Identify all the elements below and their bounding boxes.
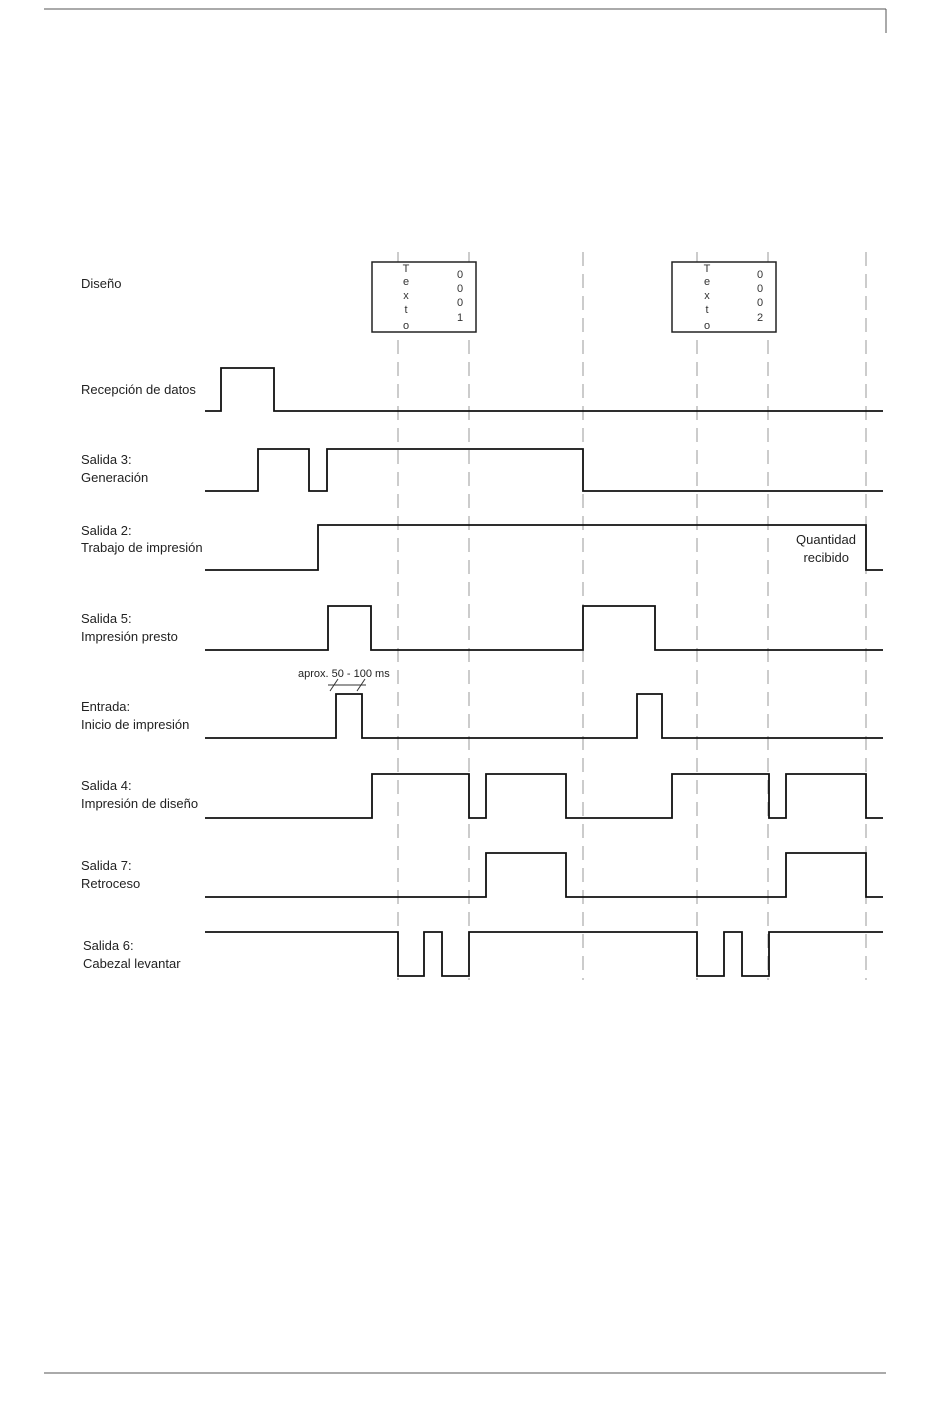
design-text-char: T — [704, 263, 711, 275]
quantity-label-line1: Quantidad — [796, 532, 856, 547]
page-header-rule — [44, 9, 886, 33]
timing-guides — [398, 252, 866, 980]
label-salida3-desc: Generación — [81, 470, 148, 485]
design-box-2: T e x t o 0 0 0 2 — [672, 262, 776, 332]
wave-salida6 — [205, 932, 883, 976]
wave-entrada — [205, 694, 883, 738]
label-salida2-title: Salida 2: — [81, 523, 132, 538]
label-salida2-desc: Trabajo de impresión — [81, 540, 203, 555]
wave-salida4 — [205, 774, 883, 818]
label-salida4-desc: Impresión de diseño — [81, 796, 198, 811]
duration-annotation: aprox. 50 - 100 ms — [298, 668, 390, 691]
design-text-char: e — [403, 276, 409, 288]
label-salida7-title: Salida 7: — [81, 858, 132, 873]
design-number-char: 0 — [757, 283, 763, 295]
design-text-char: x — [704, 290, 710, 302]
design-text-char: e — [704, 276, 710, 288]
label-salida6-title: Salida 6: — [83, 938, 134, 953]
design-text-char: t — [404, 304, 407, 316]
design-text-char: o — [403, 320, 409, 332]
label-diseno: Diseño — [81, 276, 121, 291]
label-entrada-title: Entrada: — [81, 699, 130, 714]
design-number-char: 0 — [757, 297, 763, 309]
wave-salida3 — [205, 449, 883, 491]
quantity-annotation: Quantidad recibido — [796, 532, 856, 565]
design-box-1: T e x t o 0 0 0 1 — [372, 262, 476, 332]
design-number-char: 1 — [457, 312, 463, 324]
label-salida5-desc: Impresión presto — [81, 629, 178, 644]
wave-salida7 — [205, 853, 883, 897]
wave-salida2 — [205, 525, 883, 570]
signal-labels: Diseño Recepción de datos Salida 3: Gene… — [81, 276, 203, 971]
design-text-char: o — [704, 320, 710, 332]
design-number-char: 0 — [757, 269, 763, 281]
label-entrada-desc: Inicio de impresión — [81, 717, 189, 732]
design-text-char: t — [705, 304, 708, 316]
label-salida7-desc: Retroceso — [81, 876, 140, 891]
label-recepcion: Recepción de datos — [81, 382, 196, 397]
quantity-label-line2: recibido — [803, 550, 849, 565]
wave-recepcion — [205, 368, 883, 411]
duration-label: aprox. 50 - 100 ms — [298, 668, 390, 680]
label-salida6-desc: Cabezal levantar — [83, 956, 181, 971]
design-text-char: x — [403, 290, 409, 302]
label-salida3-title: Salida 3: — [81, 452, 132, 467]
design-number-char: 0 — [457, 283, 463, 295]
label-salida4-title: Salida 4: — [81, 778, 132, 793]
label-salida5-title: Salida 5: — [81, 611, 132, 626]
design-text-char: T — [403, 263, 410, 275]
design-number-char: 0 — [457, 269, 463, 281]
wave-salida5 — [205, 606, 883, 650]
design-number-char: 2 — [757, 312, 763, 324]
design-number-char: 0 — [457, 297, 463, 309]
